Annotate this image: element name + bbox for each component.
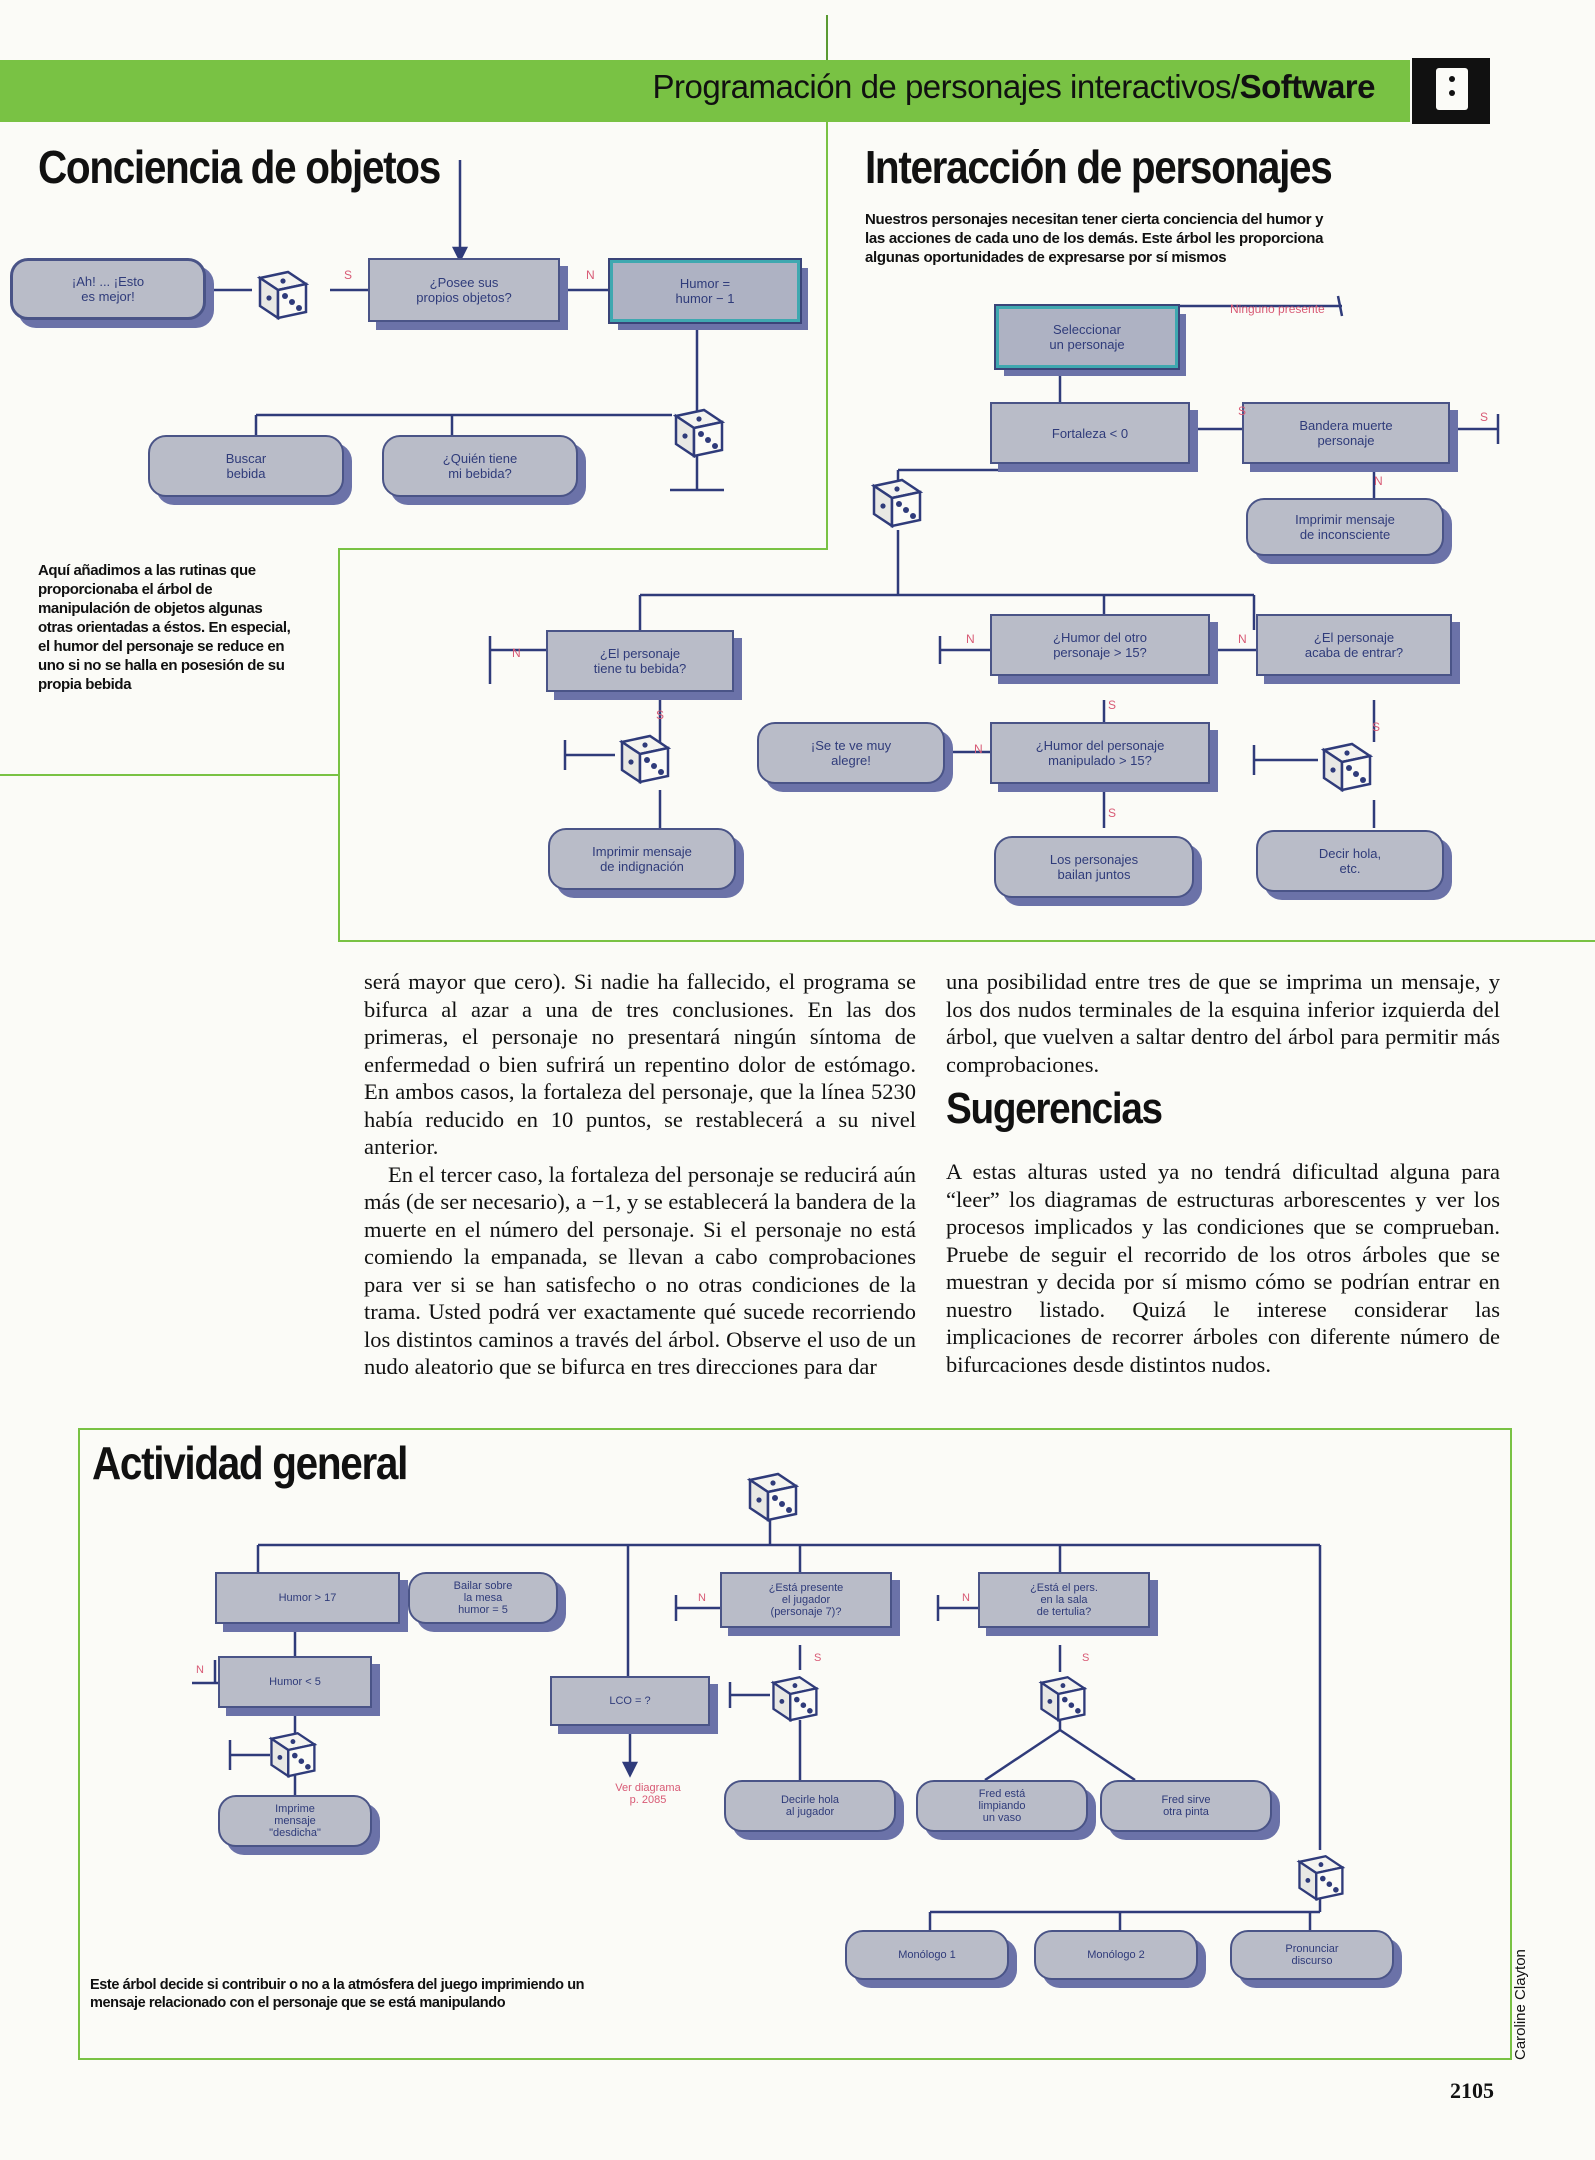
node-mensaje-desdicha: Imprime mensaje "desdicha" <box>218 1795 372 1847</box>
node-pers-sala-tertulia: ¿Está el pers. en la sala de tertulia? <box>978 1572 1150 1628</box>
label-n: N <box>962 1592 970 1604</box>
node-quien-tiene-bebida: ¿Quién tiene mi bebida? <box>382 435 578 497</box>
dice-icon <box>866 468 926 533</box>
frame-line <box>0 774 340 776</box>
frame-line <box>338 940 1595 942</box>
paragraph: será mayor que cero). Si nadie ha fallec… <box>364 969 916 1159</box>
running-header: Programación de personajes interactivos/… <box>652 68 1375 106</box>
label-n: N <box>512 646 521 660</box>
node-indignacion: Imprimir mensaje de indignación <box>548 828 736 890</box>
label-n: N <box>586 268 595 282</box>
dice-icon <box>1292 1845 1348 1906</box>
node-fortaleza: Fortaleza < 0 <box>990 402 1190 464</box>
label-n: N <box>196 1664 204 1676</box>
dice-icon <box>1034 1666 1090 1727</box>
node-fred-limpiando: Fred está limpiando un vaso <box>916 1780 1088 1832</box>
node-seleccionar-personaje: Seleccionar un personaje <box>994 304 1180 370</box>
caption-conciencia: Aquí añadimos a las rutinas que proporci… <box>38 562 291 693</box>
node-decirle-hola: Decirle hola al jugador <box>724 1780 896 1832</box>
caption-actividad: Este árbol decide si contribuir o no a l… <box>90 1977 585 2011</box>
node-imprimir-inconsciente: Imprimir mensaje de inconsciente <box>1246 498 1444 556</box>
top-rule <box>826 15 828 63</box>
node-humor-otro: ¿Humor del otro personaje > 15? <box>990 614 1210 676</box>
frame-line <box>78 1428 80 2060</box>
article-column-2-bottom: A estas alturas usted ya no tendrá dific… <box>946 1158 1500 1378</box>
label-s: S <box>1082 1652 1090 1664</box>
dice-icon <box>252 260 312 325</box>
page-number: 2105 <box>1450 2078 1494 2103</box>
header-title-main: Programación de personajes interactivos/ <box>652 68 1240 105</box>
node-buscar-bebida: Buscar bebida <box>148 435 344 497</box>
label-s: S <box>344 268 353 282</box>
node-tiene-tu-bebida: ¿El personaje tiene tu bebida? <box>546 630 734 692</box>
node-ah-esto-es-mejor: ¡Ah! ... ¡Esto es mejor! <box>10 258 206 320</box>
label-s: S <box>1108 698 1117 712</box>
section-title-conciencia: Conciencia de objetos <box>38 141 441 193</box>
node-presente-jugador: ¿Está presente el jugador (personaje 7)? <box>720 1572 892 1628</box>
frame-line <box>338 548 340 942</box>
node-bailar-mesa: Bailar sobre la mesa humor = 5 <box>408 1572 558 1624</box>
header-title-bold: Software <box>1239 68 1376 105</box>
node-bailan-juntos: Los personajes bailan juntos <box>994 836 1194 898</box>
paragraph: una posibilidad entre tres de que se imp… <box>946 969 1500 1077</box>
label-n: N <box>966 632 975 646</box>
article-column-1: será mayor que cero). Si nadie ha fallec… <box>364 968 916 1381</box>
dice-icon <box>614 724 674 789</box>
paragraph: A estas alturas usted ya no tendrá dific… <box>946 1159 1500 1377</box>
label-n: N <box>1238 632 1247 646</box>
label-n: N <box>974 742 983 756</box>
node-bandera-muerte: Bandera muerte personaje <box>1242 402 1450 464</box>
frame-line <box>826 122 828 548</box>
node-pronunciar-discurso: Pronunciar discurso <box>1230 1930 1394 1980</box>
label-ninguno-presente: Ninguno presente <box>1230 302 1325 316</box>
frame-line <box>78 1428 1512 1430</box>
node-humor-menos-uno: Humor = humor − 1 <box>608 258 802 324</box>
node-humor-mayor-17: Humor > 17 <box>215 1572 400 1624</box>
dice-icon <box>742 1462 802 1527</box>
node-posee-objetos: ¿Posee sus propios objetos? <box>368 258 560 322</box>
label-n: N <box>698 1592 706 1604</box>
paragraph: En el tercer caso, la fortaleza del pers… <box>364 1161 916 1380</box>
label-s: S <box>1372 720 1381 734</box>
node-humor-manipulado: ¿Humor del personaje manipulado > 15? <box>990 722 1210 784</box>
article-column-2: una posibilidad entre tres de que se imp… <box>946 968 1500 1078</box>
node-lco: LCO = ? <box>550 1676 710 1726</box>
node-monologo-2: Monólogo 2 <box>1034 1930 1198 1980</box>
section-title-interaccion: Interacción de personajes <box>865 141 1333 193</box>
frame-line <box>1510 1428 1512 2060</box>
label-s: S <box>814 1652 822 1664</box>
label-s: S <box>1108 806 1117 820</box>
illustration-credit: Caroline Clayton <box>1512 1949 1529 2060</box>
header-bar <box>0 60 1410 122</box>
dice-icon <box>668 398 728 463</box>
node-acaba-entrar: ¿El personaje acaba de entrar? <box>1256 614 1452 676</box>
node-monologo-1: Monólogo 1 <box>845 1930 1009 1980</box>
label-s: S <box>656 708 665 722</box>
node-humor-menor-5: Humor < 5 <box>218 1656 372 1708</box>
floppy-disk-icon <box>1412 58 1490 124</box>
dice-icon <box>1316 732 1376 797</box>
intro-interaccion: Nuestros personajes necesitan tener cier… <box>865 211 1324 266</box>
label-n: N <box>1374 474 1383 488</box>
node-se-te-ve-alegre: ¡Se te ve muy alegre! <box>757 722 945 784</box>
label-s: S <box>1238 404 1247 418</box>
node-decir-hola: Decir hola, etc. <box>1256 830 1444 892</box>
section-title-actividad: Actividad general <box>92 1437 408 1489</box>
frame-line <box>338 548 828 550</box>
heading-sugerencias: Sugerencias <box>946 1084 1163 1133</box>
label-s: S <box>1480 410 1489 424</box>
node-fred-sirve: Fred sirve otra pinta <box>1100 1780 1272 1832</box>
dice-icon <box>766 1666 822 1727</box>
note-ver-diagrama: Ver diagrama p. 2085 <box>615 1782 681 1806</box>
dice-icon <box>264 1722 320 1783</box>
frame-line <box>78 2058 1512 2060</box>
